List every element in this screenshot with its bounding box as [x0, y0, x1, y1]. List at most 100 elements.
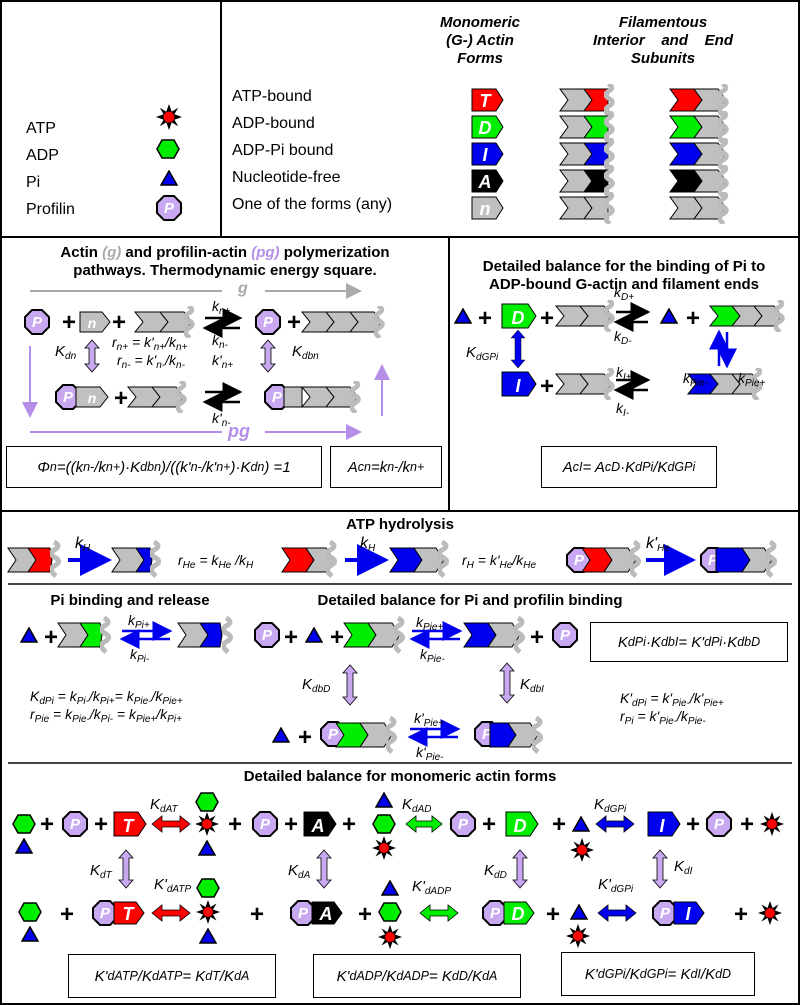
pi-release-diagram: + + + + +: [20, 585, 578, 763]
pi-binding-title: Detailed balance for the binding of Pi t…: [482, 258, 766, 293]
k-H-label-2: kH: [360, 535, 376, 554]
hydrolysis-diagram: [7, 510, 800, 585]
K-dn-arrow: [84, 339, 100, 373]
form-label: ADP-Pi bound: [232, 142, 334, 159]
svg-text:D: D: [514, 816, 527, 836]
monomeric-balance-diagram: + + T + + A + + D + I + + + T + A + D: [12, 792, 784, 949]
filamentous-header-line2: Interior and End: [592, 32, 733, 49]
monomer-glyph: [471, 169, 504, 193]
actin-n-monomer: [79, 311, 111, 333]
KdPi-formula: KdPi = kPi-/kPi+= kPie-/kPie+: [30, 688, 183, 707]
svg-text:+: +: [114, 385, 128, 412]
adppi-actin-monomer: [501, 371, 537, 397]
form-glyph-row: I: [471, 142, 800, 168]
kp-Pie-plus-label: k'Pie+: [414, 710, 444, 729]
svg-text:A: A: [311, 816, 325, 836]
hydrolysis-title: ATP hydrolysis: [346, 516, 454, 533]
form-label: Nucleotide-free: [232, 169, 341, 186]
kp-He-label: k'He: [646, 535, 670, 554]
K-dbn-label: Kdbn: [292, 343, 319, 362]
r-H-formula: rH = k'He/kHe: [462, 552, 537, 571]
K-dbI-label: KdbI: [520, 676, 544, 695]
pi-release-title: Pi binding and release: [50, 592, 210, 609]
ligand-label-atp: ATP: [26, 120, 56, 137]
pi-profilin-title: Detailed balance for Pi and profilin bin…: [317, 592, 623, 609]
k-n-minus-label: kn-: [212, 332, 228, 351]
k-n-plus-label: kn+: [212, 298, 231, 317]
svg-text:+: +: [298, 724, 312, 751]
polymerization-diagram: + n + + n +: [22, 283, 390, 440]
g-pathway-label: g: [238, 280, 248, 297]
svg-text:+: +: [482, 811, 496, 838]
pi-binding-diagram: + D + + I +: [454, 236, 800, 400]
interior-subunit-glyph: [559, 192, 612, 224]
filament-end: [133, 306, 192, 338]
adp-hexagon-icon: [156, 139, 180, 164]
pi-triangle-icon: [160, 170, 178, 191]
ligand-label-pi: Pi: [26, 174, 41, 191]
svg-text:+: +: [62, 309, 76, 336]
monomer-letter: D: [479, 118, 492, 138]
interior-subunit-glyph: [559, 138, 612, 170]
svg-text:D: D: [512, 904, 525, 924]
svg-text:+: +: [540, 373, 554, 400]
k-Pie-plus-label: kPie+: [738, 370, 766, 389]
kp-n-minus-label: k'n-: [212, 410, 231, 429]
form-glyph-row: D: [471, 115, 800, 141]
svg-text:+: +: [740, 811, 754, 838]
divider-hydrolysis: [8, 583, 792, 585]
monomer-glyph: [471, 88, 504, 112]
svg-text:I: I: [515, 376, 521, 396]
monomer-glyph: [471, 115, 504, 139]
legend-panel: [0, 0, 222, 238]
k-I-plus-label: kI+: [616, 364, 632, 383]
svg-text:+: +: [287, 309, 301, 336]
svg-text:+: +: [530, 624, 544, 651]
interior-subunit-glyph: [559, 111, 612, 143]
profilin-icon: [24, 309, 50, 335]
divider-pi-profilin: [8, 762, 792, 764]
k-Pie-plus-label: kPie+: [416, 614, 444, 633]
form-label: ADP-bound: [232, 115, 315, 132]
k-H-label-1: kH: [75, 535, 91, 554]
form-glyph-row: A: [471, 169, 800, 195]
monomer-letter: I: [482, 145, 488, 165]
svg-text:+: +: [734, 901, 748, 928]
adp-actin-monomer: [501, 303, 537, 329]
ligand-label-adp: ADP: [26, 147, 59, 164]
K-dGPi-arrow: [510, 329, 526, 369]
svg-text:+: +: [44, 624, 58, 651]
form-label: One of the forms (any): [232, 196, 393, 213]
form-label: ATP-bound: [232, 88, 312, 105]
ligand-label-profilin: Profilin: [26, 201, 75, 218]
atp-star-icon: [156, 104, 182, 135]
Kp-dGPi-label: K'dGPi: [598, 876, 634, 895]
K-dbD-label: KdbD: [302, 676, 331, 695]
form-glyph-row: T: [471, 88, 800, 114]
k-D-minus-label: kD-: [614, 328, 632, 347]
monomeric-header: Monomeric (G-) Actin Forms: [439, 14, 520, 67]
interior-subunit-glyph: [559, 84, 612, 116]
r-He-formula: rHe = kHe /kH: [178, 552, 254, 571]
svg-text:n: n: [88, 315, 97, 331]
rPie-formula: rPie = kPie-/kPi- = kPie+/kPi+: [30, 706, 182, 725]
svg-text:T: T: [123, 904, 136, 924]
end-subunit-glyph: [669, 192, 726, 224]
k-Pie-minus-label: kPie-: [683, 370, 708, 389]
K-dAT-label: KdAT: [150, 796, 178, 815]
r-n-minus-formula: rn- = k'n-/kn-: [117, 352, 185, 371]
end-subunit-glyph: [669, 138, 726, 170]
svg-text:+: +: [250, 901, 264, 928]
end-subunit-glyph: [669, 84, 726, 116]
K-dGPi-mono-label: KdGPi: [594, 796, 627, 815]
Kp-dADP-label: K'dADP: [412, 878, 451, 897]
end-subunit-glyph: [669, 111, 726, 143]
filamentous-header-line3: Subunits: [630, 50, 696, 67]
svg-text:+: +: [284, 624, 298, 651]
svg-text:I: I: [685, 904, 691, 924]
